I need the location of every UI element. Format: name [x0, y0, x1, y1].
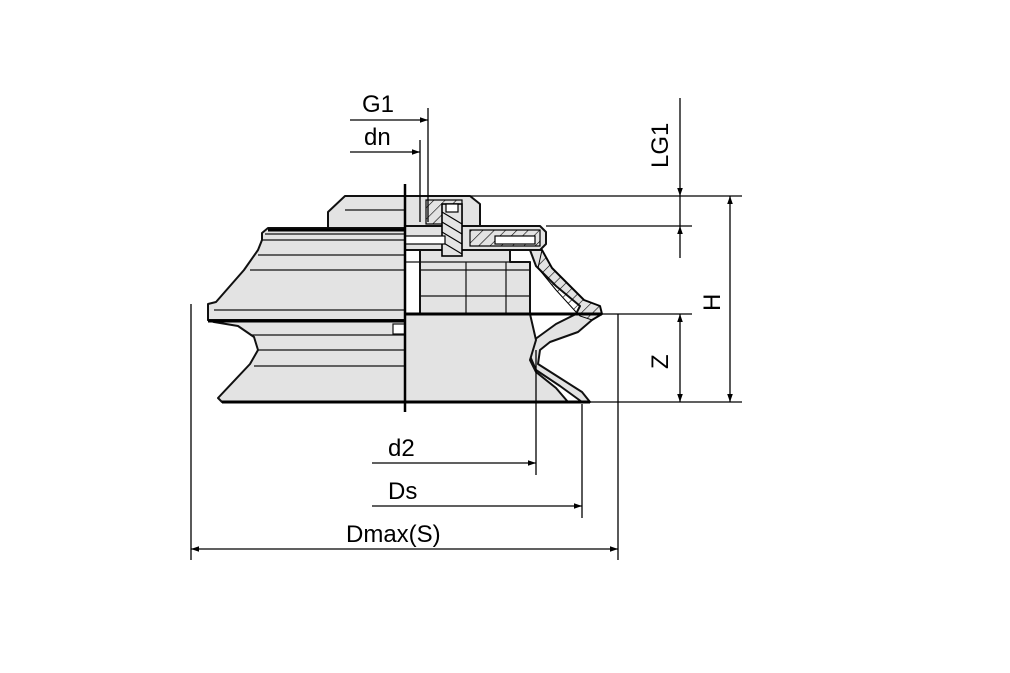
label-z: Z: [647, 354, 674, 369]
cup-body-exterior: [207, 195, 406, 404]
label-dn: dn: [364, 124, 391, 151]
label-h: H: [699, 294, 726, 311]
dimension-lines: [190, 98, 742, 560]
label-g1: G1: [362, 91, 394, 118]
label-dmax: Dmax(S): [346, 521, 441, 548]
label-d2: d2: [388, 435, 415, 462]
label-ds: Ds: [388, 478, 417, 505]
label-lg1: LG1: [647, 123, 674, 168]
cup-body-section: [404, 195, 603, 404]
